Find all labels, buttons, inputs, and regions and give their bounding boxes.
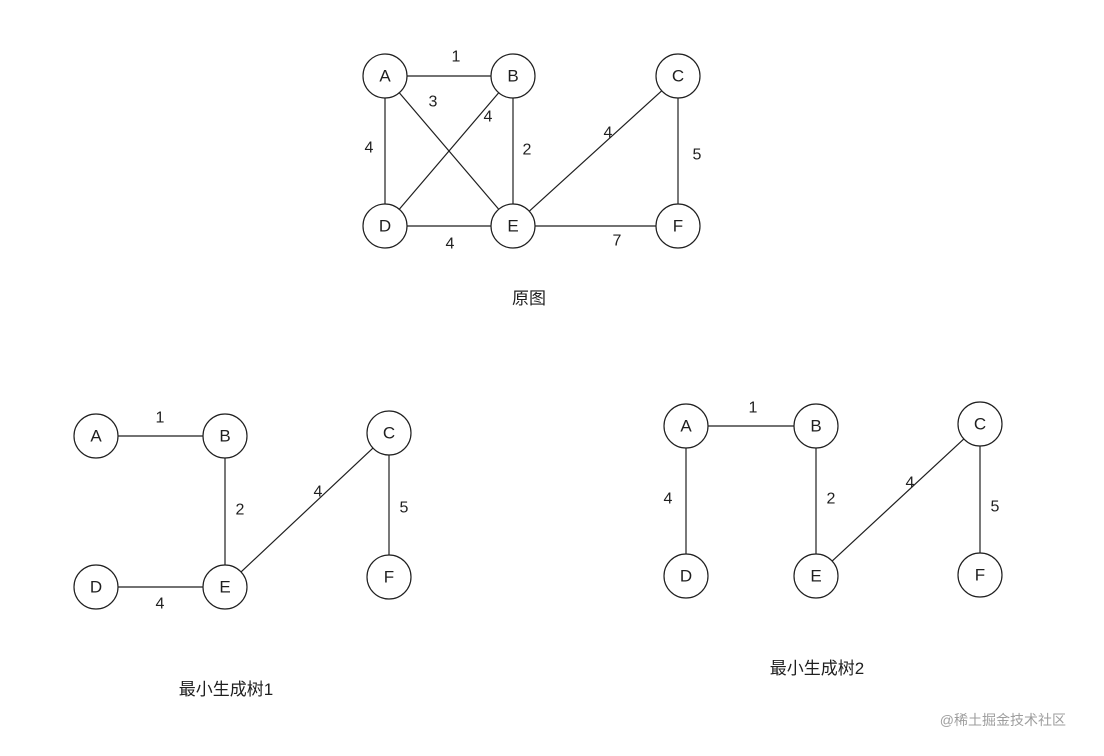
caption-minimum-spanning-tree-2: 最小生成树2	[769, 659, 865, 678]
mst1-node-C	[366, 410, 412, 456]
mst2-node-label-D: D	[680, 567, 692, 586]
mst1-node-D	[73, 564, 119, 610]
original-edge-E-C	[528, 90, 663, 212]
original-node-D	[362, 203, 408, 249]
mst1-edge-weight-E-C: 4	[314, 484, 323, 501]
mst2-node-A	[663, 403, 709, 449]
original-edge-B-D	[398, 92, 500, 210]
original-edge-weight-B-E: 2	[523, 142, 532, 159]
original-node-C	[655, 53, 701, 99]
original-node-B	[490, 53, 536, 99]
mst2-node-label-B: B	[810, 417, 821, 436]
mst1-node-E	[202, 564, 248, 610]
mst2-node-C	[957, 401, 1003, 447]
mst1-edge-weight-C-F: 5	[400, 500, 409, 517]
mst2-edge-weight-A-B: 1	[749, 400, 758, 417]
mst1-node-label-D: D	[90, 578, 102, 597]
mst1-node-label-B: B	[219, 427, 230, 446]
original-node-F	[655, 203, 701, 249]
mst1-node-B	[202, 413, 248, 459]
watermark-text: @稀土掘金技术社区	[939, 712, 1066, 728]
mst2-node-label-C: C	[974, 415, 986, 434]
mst2-node-label-A: A	[680, 417, 692, 436]
mst1-node-F	[366, 554, 412, 600]
original-node-label-B: B	[507, 67, 518, 86]
original-edge-weight-E-C: 4	[604, 125, 613, 142]
original-edge-weight-B-D: 4	[484, 109, 493, 126]
original-node-label-A: A	[379, 67, 391, 86]
mst1-node-label-C: C	[383, 424, 395, 443]
mst2-node-label-F: F	[975, 566, 985, 585]
original-node-label-F: F	[673, 217, 683, 236]
mst1-node-A	[73, 413, 119, 459]
original-edge-weight-A-B: 1	[452, 49, 461, 66]
mst1-node-label-F: F	[384, 568, 394, 587]
mst1-edge-weight-B-E: 2	[236, 502, 245, 519]
original-node-E	[490, 203, 536, 249]
mst2-node-F	[957, 552, 1003, 598]
original-node-label-D: D	[379, 217, 391, 236]
mst1-node-label-A: A	[90, 427, 102, 446]
mst2-node-B	[793, 403, 839, 449]
original-edge-weight-C-F: 5	[693, 147, 702, 164]
mst2-edge-weight-E-C: 4	[906, 475, 915, 492]
original-node-label-E: E	[507, 217, 518, 236]
caption-original-graph: 原图	[512, 289, 546, 308]
mst2-node-E	[793, 553, 839, 599]
original-edge-weight-A-E: 3	[429, 94, 438, 111]
mst2-node-label-E: E	[810, 567, 821, 586]
original-node-label-C: C	[672, 67, 684, 86]
original-edge-weight-D-E: 4	[446, 236, 455, 253]
original-node-A	[362, 53, 408, 99]
mst2-edge-E-C	[831, 438, 965, 562]
mst1-edge-weight-D-E: 4	[156, 596, 165, 613]
caption-minimum-spanning-tree-1: 最小生成树1	[178, 680, 274, 699]
original-edge-weight-E-F: 7	[613, 233, 622, 250]
mst2-edge-weight-C-F: 5	[991, 499, 1000, 516]
mst2-edge-weight-A-D: 4	[664, 491, 673, 508]
mst2-node-D	[663, 553, 709, 599]
original-edge-weight-A-D: 4	[365, 140, 374, 157]
mst1-node-label-E: E	[219, 578, 230, 597]
mst1-edge-weight-A-B: 1	[156, 410, 165, 427]
mst1-edge-E-C	[240, 447, 374, 573]
mst2-edge-weight-B-E: 2	[827, 491, 836, 508]
